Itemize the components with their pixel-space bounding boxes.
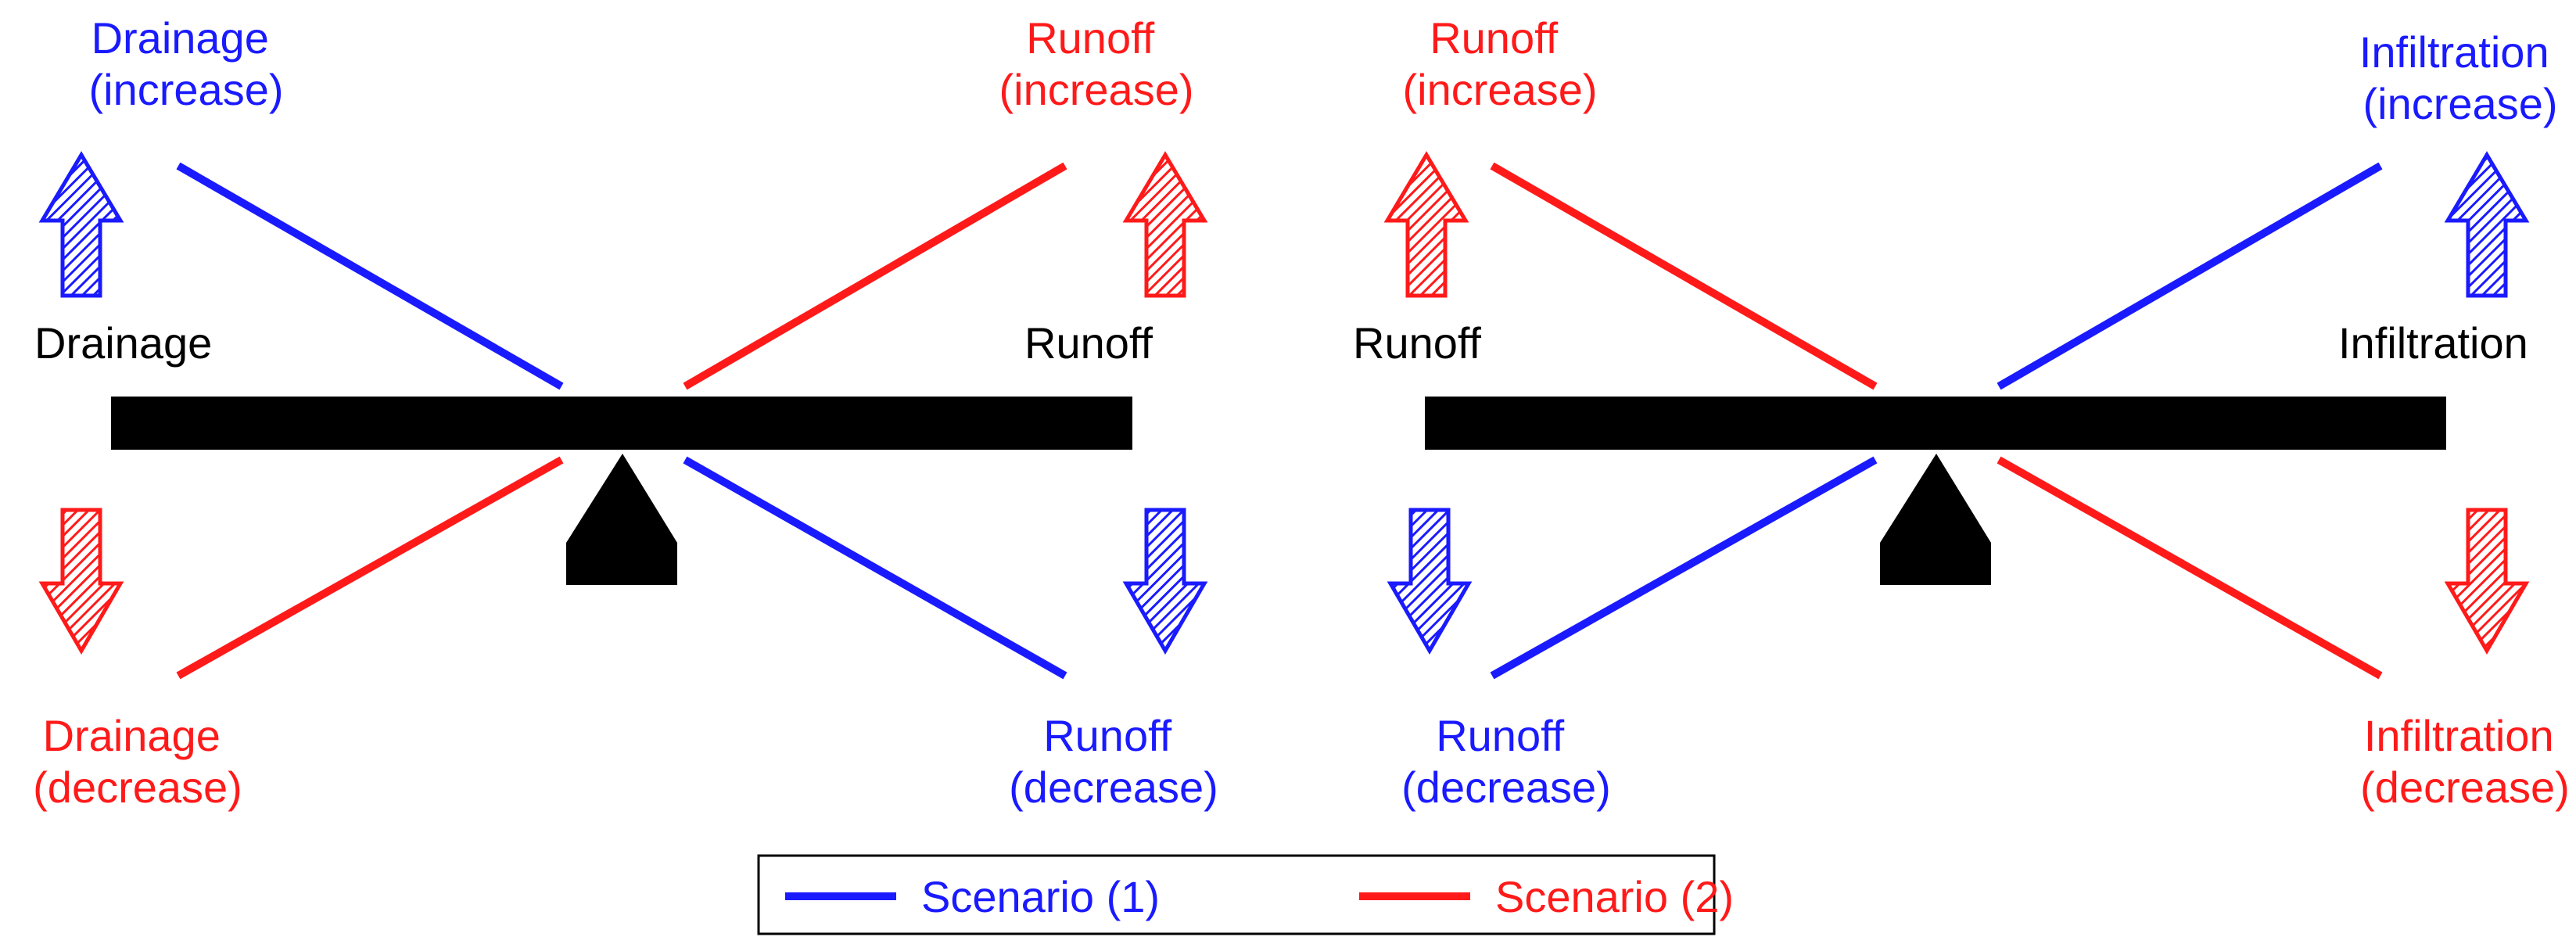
legend-label-scenario-1: Scenario (1) [921,872,1160,921]
scenario1-line-down-left [1490,456,1878,680]
label-right: Runoff [1024,318,1153,368]
scenario2-line-down-right [1997,456,2383,680]
arrow-down-icon [2444,508,2530,655]
label-right: Infiltration [2338,318,2528,368]
arrow-down-icon [38,508,124,655]
label-top-left: Runoff (increase) [1403,13,1598,114]
scenario2-line-down-left [176,456,564,680]
seesaw-beam [1425,397,2446,450]
label-bottom-left: Drainage (decrease) [33,711,242,812]
arrow-up-icon [2444,151,2530,298]
label-top-left: Drainage (increase) [89,13,284,114]
label-left: Runoff [1353,318,1481,368]
label-top-right: Infiltration (increase) [2359,27,2561,128]
panel-2: Runoff (increase) Infiltration (increase… [1353,13,2570,812]
scenario2-line-up-right [683,162,1067,390]
scenario1-line-up-left [176,162,564,390]
legend-box [757,854,1716,935]
arrow-down-icon [1387,508,1473,655]
panel-1: Drainage (increase) Runoff (increase) Dr… [33,13,1218,812]
legend-label-scenario-2: Scenario (2) [1495,872,1734,921]
arrow-up-icon [1383,151,1469,298]
scenario2-line-up-left [1490,162,1878,390]
label-bottom-right: Infiltration (decrease) [2360,711,2570,812]
seesaw-fulcrum [566,454,677,585]
arrow-down-icon [1122,508,1208,655]
label-left: Drainage [34,318,212,368]
scenario1-line-down-right [683,456,1067,680]
label-bottom-right: Runoff (decrease) [1009,711,1218,812]
seesaw-fulcrum [1880,454,1991,585]
arrow-up-icon [38,151,124,298]
label-top-right: Runoff (increase) [999,13,1194,114]
seesaw-beam [111,397,1132,450]
arrow-up-icon [1122,151,1208,298]
legend: Scenario (1) Scenario (2) [757,854,1734,935]
scenario1-line-up-right [1997,162,2383,390]
label-bottom-left: Runoff (decrease) [1401,711,1611,812]
